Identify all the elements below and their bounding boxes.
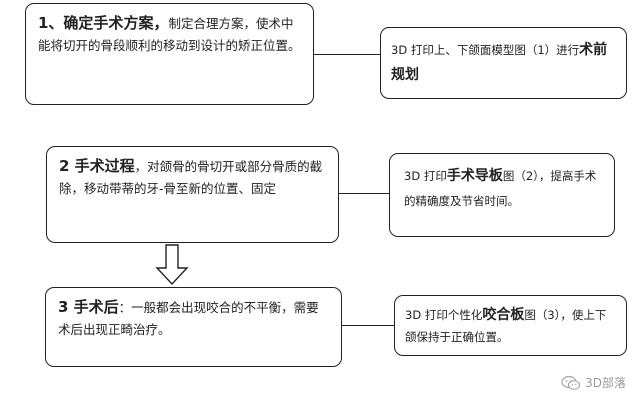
watermark: 3D部落: [561, 374, 626, 391]
step-3-box: 3 手术后：一般都会出现咬合的不平衡，需要术后出现正畸治疗。: [45, 287, 342, 367]
wechat-icon: [561, 375, 581, 390]
step-2-box: 2 手术过程，对颌骨的骨切开或部分骨质的截除，移动带蒂的牙-骨至新的位置、固定: [46, 146, 339, 243]
note-3-highlight: 咬合板: [482, 307, 525, 323]
watermark-text: 3D部落: [585, 376, 626, 390]
note-3-text: 3D 打印个性化: [405, 308, 483, 322]
note-1-text: 3D 打印上、下颌面模型图（1）进行: [391, 43, 580, 57]
note-3-box: 3D 打印个性化咬合板图（3），使上下颌保持于正确位置。: [394, 295, 627, 356]
step-2-heading: 2 手术过程: [59, 157, 135, 175]
step-1-box: 1、确定手术方案，制定合理方案，使术中能将切开的骨段顺利的移动到设计的矫正位置。: [25, 3, 314, 105]
step-1-text: 制定合理方案，使术中能将切开的骨段顺利的移动到设计的矫正位置。: [38, 16, 301, 53]
connector-2: [339, 193, 389, 194]
note-3-tail: 图（3），使上下颌保持于正确位置。: [405, 308, 607, 344]
step-2-text: ，对颌骨的骨切开或部分骨质的截除，移动带蒂的牙-骨至新的位置、固定: [59, 159, 323, 196]
note-2-tail: 图（2），提高手术的精确度及节省时间。: [404, 169, 597, 208]
note-1-box: 3D 打印上、下颌面模型图（1）进行术前规划: [380, 27, 627, 99]
note-1-highlight: 术前规划: [391, 42, 608, 83]
step-3-text: ：一般都会出现咬合的不平衡，需要术后出现正畸治疗。: [58, 300, 319, 337]
connector-3: [342, 325, 394, 326]
note-2-text: 3D 打印: [404, 169, 447, 183]
down-arrow-icon: [155, 244, 189, 286]
step-3-heading: 3 手术后: [58, 298, 119, 316]
note-2-box: 3D 打印手术导板图（2），提高手术的精确度及节省时间。: [389, 153, 615, 237]
connector-1: [314, 54, 380, 55]
step-1-heading: 1、确定手术方案，: [38, 14, 169, 32]
note-2-highlight: 手术导板: [446, 168, 503, 184]
